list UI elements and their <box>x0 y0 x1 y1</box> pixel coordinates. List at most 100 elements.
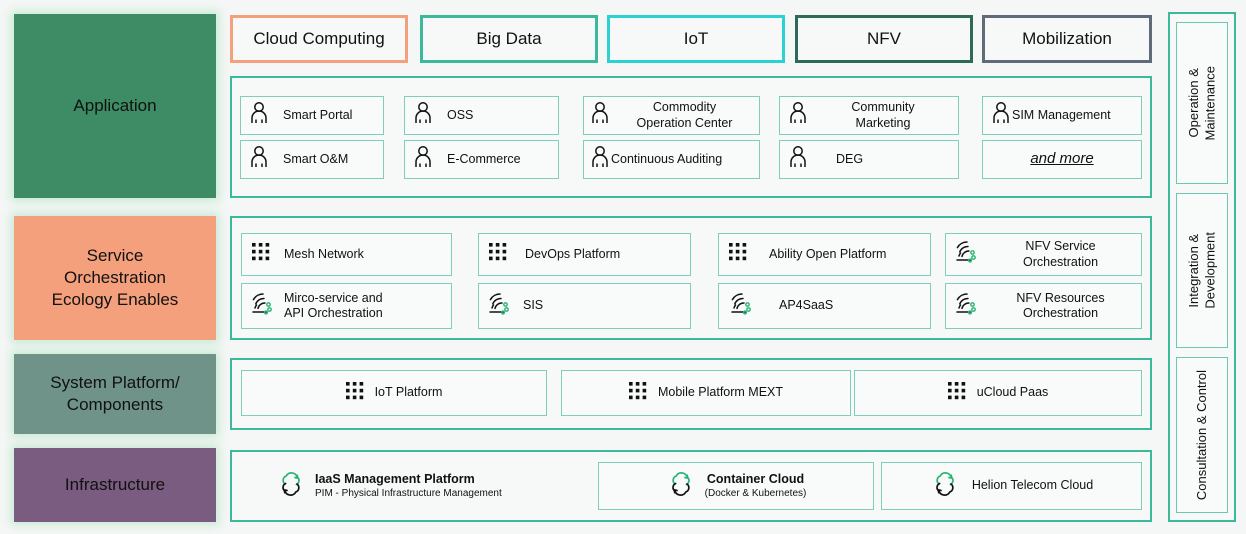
orchestration-icon <box>487 291 513 321</box>
app-tile-and-more-label: and more <box>1030 150 1094 168</box>
infra-tile-iaas-title: IaaS Management Platform <box>315 472 475 487</box>
rail-item-integration-development[interactable]: Integration &Development <box>1176 193 1228 348</box>
tab-nfv-label: NFV <box>867 29 901 48</box>
layer-label-infrastructure-text: Infrastructure <box>64 475 166 495</box>
app-tile-sim-management-label: SIM Management <box>1012 107 1111 122</box>
orchestration-icon <box>729 291 755 321</box>
infra-tile-helion-telecom-cloud-title: Helion Telecom Cloud <box>971 478 1094 493</box>
app-tile-oss-label: OSS <box>447 107 474 122</box>
person-icon <box>413 101 433 129</box>
person-icon <box>249 145 269 173</box>
app-tile-smart-om[interactable]: Smart O&M <box>240 140 384 179</box>
infra-tile-container-cloud-title: Container Cloud <box>706 472 805 487</box>
app-tile-oss[interactable]: OSS <box>404 96 559 135</box>
app-tile-sim-management[interactable]: SIM Management <box>982 96 1142 135</box>
rail-item-consultation-control-label: Consultation & Control <box>1193 369 1209 501</box>
app-tile-community-marketing[interactable]: Community Marketing <box>779 96 959 135</box>
rail-item-integration-development-label: Integration &Development <box>1185 232 1217 309</box>
service-tile-sis[interactable]: SIS <box>478 283 691 329</box>
tab-big-data[interactable]: Big Data <box>420 15 598 63</box>
app-tile-commodity-operation-center[interactable]: Commodity Operation Center <box>583 96 760 135</box>
system-tile-mobile-platform-mext-label: Mobile Platform MEXT <box>657 385 784 400</box>
grid-dots-icon <box>345 381 364 404</box>
tab-iot[interactable]: IoT <box>607 15 785 63</box>
cloud-icon <box>666 471 696 501</box>
infra-tile-container-cloud[interactable]: Container Cloud (Docker & Kubernetes) <box>598 462 874 510</box>
service-tile-nfv-resources-line-1: NFV Resources <box>1016 290 1105 305</box>
layer-label-infrastructure[interactable]: Infrastructure <box>14 448 216 522</box>
app-tile-and-more[interactable]: and more <box>982 140 1142 179</box>
rail-item-consultation-control[interactable]: Consultation & Control <box>1176 357 1228 513</box>
service-tile-ap4saas-label: AP4SaaS <box>779 298 834 313</box>
grid-dots-icon <box>947 381 966 404</box>
system-tile-ucloud-paas[interactable]: uCloud Paas <box>854 370 1142 416</box>
service-tile-nfv-service-line-2: Orchestration <box>1022 254 1099 269</box>
app-tile-continuous-auditing[interactable]: Continuous Auditing <box>583 140 760 179</box>
application-panel <box>230 76 1152 198</box>
layer-label-service[interactable]: Service Orchestration Ecology Enables <box>14 216 216 340</box>
orchestration-icon <box>954 239 980 269</box>
tab-big-data-label: Big Data <box>476 29 542 48</box>
service-tile-sis-label: SIS <box>523 298 544 313</box>
app-tile-commodity-line-1: Commodity <box>652 100 717 115</box>
app-tile-deg[interactable]: DEG <box>779 140 959 179</box>
cloud-icon <box>276 471 306 501</box>
orchestration-icon <box>250 291 276 321</box>
layer-label-application[interactable]: Application <box>14 14 216 198</box>
service-tile-microservice-api-orchestration[interactable]: Mirco-service and API Orchestration <box>241 283 452 329</box>
infra-tile-helion-telecom-cloud[interactable]: Helion Telecom Cloud <box>881 462 1142 510</box>
layer-label-service-line-2: Orchestration <box>63 268 167 288</box>
tab-mobilization[interactable]: Mobilization <box>982 15 1152 63</box>
layer-label-system-line-1: System Platform/ <box>50 373 180 393</box>
layer-label-application-text: Application <box>73 96 157 116</box>
service-tile-ap4saas[interactable]: AP4SaaS <box>718 283 931 329</box>
tab-iot-label: IoT <box>683 29 709 48</box>
person-icon <box>788 145 808 173</box>
grid-dots-icon <box>489 243 507 265</box>
person-icon <box>590 101 610 129</box>
infra-tile-iaas-subtitle: PIM - Physical Infrastructure Management <box>315 487 502 499</box>
tab-cloud-computing[interactable]: Cloud Computing <box>230 15 408 63</box>
person-icon <box>413 145 433 173</box>
layer-label-system-line-2: Components <box>66 395 164 414</box>
app-tile-smart-om-label: Smart O&M <box>283 151 349 166</box>
tab-mobilization-label: Mobilization <box>1022 29 1112 48</box>
app-tile-e-commerce-label: E-Commerce <box>447 151 521 166</box>
app-tile-smart-portal-label: Smart Portal <box>283 107 353 122</box>
app-tile-community-line-2: Marketing <box>855 115 911 130</box>
app-tile-commodity-line-2: Operation Center <box>636 115 733 130</box>
service-tile-nfv-resources-line-2: Orchestration <box>1022 306 1099 320</box>
layer-label-system-platform[interactable]: System Platform/ Components <box>14 354 216 434</box>
system-tile-iot-platform[interactable]: IoT Platform <box>241 370 547 416</box>
person-icon <box>249 101 269 129</box>
app-tile-continuous-auditing-label: Continuous Auditing <box>611 151 723 166</box>
app-tile-deg-label: DEG <box>836 151 864 166</box>
person-icon <box>991 101 1011 129</box>
service-tile-devops-platform-label: DevOps Platform <box>525 246 621 261</box>
app-tile-e-commerce[interactable]: E-Commerce <box>404 140 559 179</box>
service-tile-microservice-line-2: API Orchestration <box>284 306 383 320</box>
service-tile-nfv-service-line-1: NFV Service <box>1025 239 1096 254</box>
rail-item-operation-maintenance-label: Operation &Maintenance <box>1185 65 1217 141</box>
service-tile-ability-open-platform[interactable]: Ability Open Platform <box>718 233 931 276</box>
system-tile-mobile-platform-mext[interactable]: Mobile Platform MEXT <box>561 370 851 416</box>
grid-dots-icon <box>252 243 270 265</box>
grid-dots-icon <box>729 243 747 265</box>
grid-dots-icon <box>628 381 647 404</box>
service-tile-nfv-resources-orchestration[interactable]: NFV Resources Orchestration <box>945 283 1142 329</box>
tab-nfv[interactable]: NFV <box>795 15 973 63</box>
person-icon <box>590 145 610 173</box>
infra-tile-iaas-management-platform[interactable]: IaaS Management Platform PIM - Physical … <box>275 462 585 510</box>
app-tile-smart-portal[interactable]: Smart Portal <box>240 96 384 135</box>
app-tile-community-line-1: Community <box>851 100 915 115</box>
service-tile-microservice-line-1: Mirco-service and <box>284 290 383 305</box>
service-tile-devops-platform[interactable]: DevOps Platform <box>478 233 691 276</box>
layer-label-service-line-1: Service <box>86 246 144 266</box>
service-tile-nfv-service-orchestration[interactable]: NFV Service Orchestration <box>945 233 1142 276</box>
service-tile-mesh-network[interactable]: Mesh Network <box>241 233 452 276</box>
rail-item-operation-maintenance[interactable]: Operation &Maintenance <box>1176 22 1228 184</box>
layer-label-service-line-3: Ecology Enables <box>51 289 179 309</box>
service-tile-mesh-network-label: Mesh Network <box>284 246 364 261</box>
service-tile-ability-open-platform-label: Ability Open Platform <box>769 246 887 261</box>
